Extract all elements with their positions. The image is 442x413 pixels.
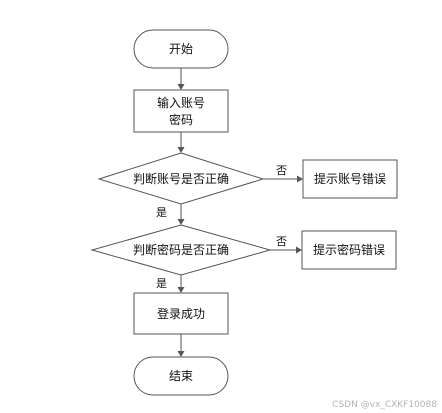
password-error-label: 提示密码错误 (313, 242, 385, 257)
check-password-label: 判断密码是否正确 (133, 242, 229, 257)
account-error-node: 提示账号错误 (302, 159, 398, 199)
check-account-decision (97, 152, 265, 205)
password-yes-label: 是 (156, 277, 167, 290)
login-success-node: 登录成功 (133, 292, 229, 335)
password-error-node: 提示密码错误 (301, 230, 397, 270)
watermark-text: CSDN @vx_CXKF10088 (332, 400, 437, 410)
account-yes-label: 是 (156, 206, 167, 219)
start-terminal (133, 29, 229, 69)
end-node: 结束 (133, 356, 229, 396)
check-account-label: 判断账号是否正确 (133, 171, 229, 186)
arrow-input (177, 84, 185, 90)
account-error-label: 提示账号错误 (314, 171, 386, 186)
password-no-label: 否 (276, 235, 287, 248)
arrow-login-success (177, 287, 185, 293)
login-success-label: 登录成功 (157, 306, 205, 321)
input-node: 输入账号 密码 (133, 89, 229, 133)
arrow-end (177, 351, 185, 357)
connectors (177, 68, 303, 357)
start-node: 开始 (133, 29, 229, 69)
login-success-box (133, 292, 229, 335)
check-password-node: 判断密码是否正确 (90, 224, 272, 276)
arrow-check-account (177, 147, 185, 153)
account-no-label: 否 (276, 164, 287, 177)
arrow-check-password (177, 219, 185, 225)
input-label-line2: 密码 (169, 112, 193, 127)
check-account-node: 判断账号是否正确 (97, 152, 265, 205)
arrow-password-error (296, 246, 302, 254)
arrow-account-error (297, 175, 303, 183)
end-terminal (133, 356, 229, 396)
input-process-box (133, 89, 229, 133)
input-label-line1: 输入账号 (157, 95, 205, 110)
account-error-box (302, 159, 398, 199)
end-label: 结束 (169, 369, 193, 383)
password-error-box (301, 230, 397, 270)
start-label: 开始 (169, 42, 193, 56)
check-password-decision (90, 224, 272, 276)
